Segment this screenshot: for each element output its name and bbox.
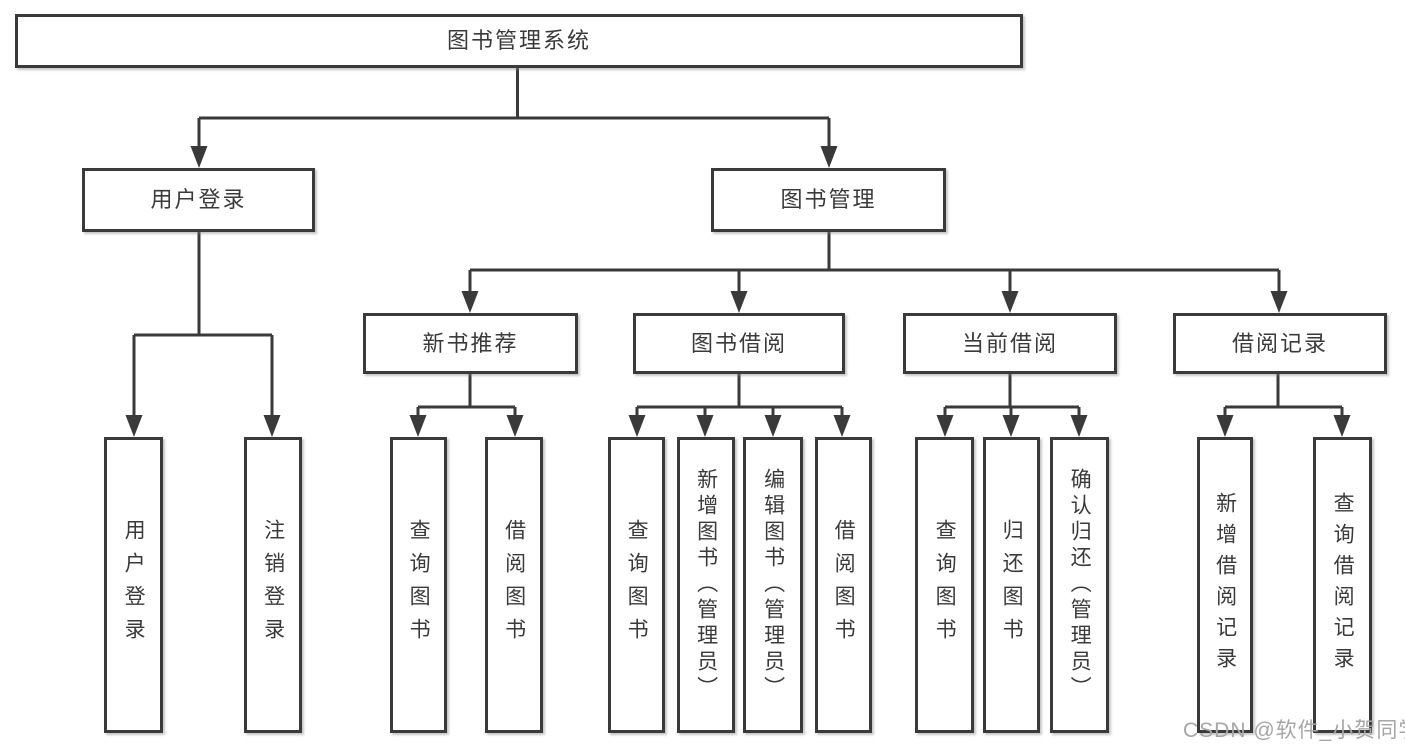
leaf-edit-books-admin: 编辑图书（管理员） <box>743 437 803 733</box>
node-book-borrowing: 图书借阅 <box>633 313 845 374</box>
leaf-user-login: 用户登录 <box>104 437 163 733</box>
node-new-book-recommend-label: 新书推荐 <box>422 330 519 356</box>
node-borrowing-records: 借阅记录 <box>1173 313 1387 374</box>
leaf-query-borrow-record-label: 查询借阅记录 <box>1331 492 1355 678</box>
leaf-add-books-admin-label: 新增图书（管理员） <box>694 468 718 702</box>
leaf-borrow-books-recommend: 借阅图书 <box>485 437 543 733</box>
node-user-login-label: 用户登录 <box>150 187 247 212</box>
csdn-watermark: CSDN @软件_小贺同学 <box>1183 719 1405 742</box>
leaf-borrow-books-recommend-label: 借阅图书 <box>502 519 526 651</box>
leaf-add-books-admin: 新增图书（管理员） <box>677 437 735 733</box>
leaf-borrow-books-label: 借阅图书 <box>832 519 856 651</box>
node-library-management-system-label: 图书管理系统 <box>446 28 591 53</box>
leaf-return-books: 归还图书 <box>983 437 1040 733</box>
leaf-logout-login: 注销登录 <box>244 437 302 733</box>
node-book-management: 图书管理 <box>711 168 946 232</box>
node-new-book-recommend: 新书推荐 <box>363 313 578 374</box>
node-user-login: 用户登录 <box>82 168 315 232</box>
arrowheads <box>125 146 1351 437</box>
leaf-query-books-borrowing-label: 查询图书 <box>625 519 649 651</box>
leaf-borrow-books: 借阅图书 <box>815 437 872 733</box>
leaf-confirm-return-admin-label: 确认归还（管理员） <box>1068 468 1092 702</box>
node-library-management-system: 图书管理系统 <box>15 14 1023 68</box>
leaf-query-books-current: 查询图书 <box>915 437 974 733</box>
leaf-query-books-recommend: 查询图书 <box>390 437 447 733</box>
leaf-query-books-current-label: 查询图书 <box>933 519 957 651</box>
node-borrowing-records-label: 借阅记录 <box>1231 330 1328 356</box>
connector-strokes <box>132 68 1344 416</box>
leaf-query-books-borrowing: 查询图书 <box>608 437 665 733</box>
leaf-logout-login-label: 注销登录 <box>261 519 285 651</box>
node-book-management-label: 图书管理 <box>780 187 877 212</box>
leaf-add-borrow-record-label: 新增借阅记录 <box>1213 492 1237 678</box>
leaf-confirm-return-admin: 确认归还（管理员） <box>1050 437 1109 733</box>
leaf-add-borrow-record: 新增借阅记录 <box>1197 437 1253 733</box>
node-current-borrowing-label: 当前借阅 <box>961 330 1058 356</box>
leaf-return-books-label: 归还图书 <box>1000 519 1024 651</box>
leaf-edit-books-admin-label: 编辑图书（管理员） <box>761 468 785 702</box>
node-book-borrowing-label: 图书借阅 <box>690 330 787 356</box>
leaf-query-borrow-record: 查询借阅记录 <box>1313 437 1372 733</box>
node-current-borrowing: 当前借阅 <box>903 313 1117 374</box>
leaf-user-login-label: 用户登录 <box>122 519 146 651</box>
leaf-query-books-recommend-label: 查询图书 <box>407 519 431 651</box>
